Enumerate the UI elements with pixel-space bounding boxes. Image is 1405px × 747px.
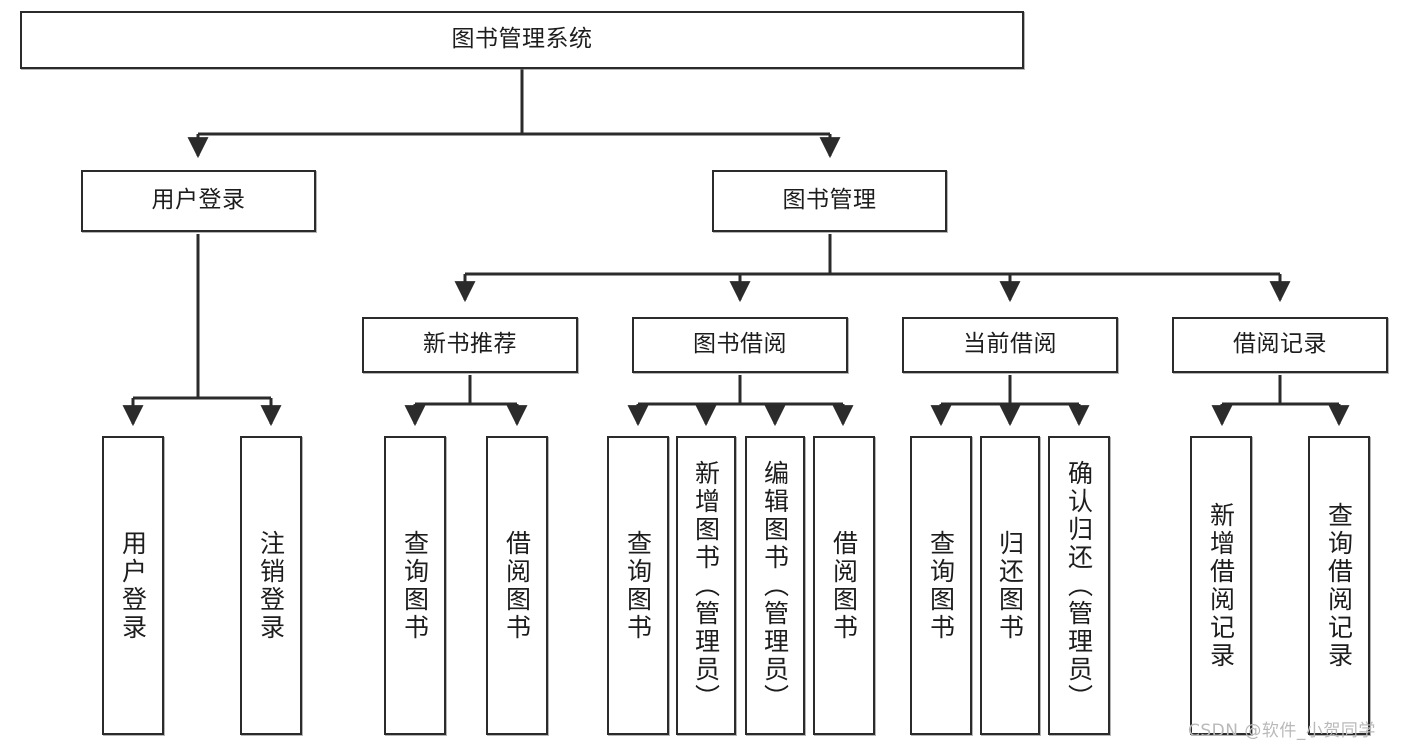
node-label: 图书管理 [782,187,877,214]
node-label: 新增图书（管理员） [691,459,721,712]
node-current-borrow[interactable]: 当前借阅 [902,317,1118,373]
node-label: 用户登录 [151,187,246,214]
node-label: 用户登录 [118,529,148,642]
leaf-query-borrow-record[interactable]: 查询借阅记录 [1308,436,1370,735]
leaf-logout[interactable]: 注销登录 [240,436,302,735]
leaf-query-book-recommend[interactable]: 查询图书 [384,436,446,735]
leaf-user-login[interactable]: 用户登录 [102,436,164,735]
node-label: 图书借阅 [693,331,787,358]
node-borrow-record[interactable]: 借阅记录 [1172,317,1388,373]
node-label: 确认归还（管理员） [1064,459,1094,712]
leaf-query-book-borrow[interactable]: 查询图书 [607,436,669,735]
node-label: 查询图书 [623,529,653,642]
node-user-login[interactable]: 用户登录 [81,170,316,232]
node-label: 归还图书 [995,529,1025,642]
watermark: CSDN @软件_小贺同学 [1188,721,1376,741]
leaf-add-borrow-record[interactable]: 新增借阅记录 [1190,436,1252,735]
leaf-return-book[interactable]: 归还图书 [980,436,1040,735]
leaf-edit-book-admin[interactable]: 编辑图书（管理员） [745,436,805,735]
node-label: 查询图书 [400,529,430,642]
node-book-borrow[interactable]: 图书借阅 [632,317,848,373]
node-label: 查询借阅记录 [1324,501,1354,670]
node-label: 借阅图书 [829,529,859,642]
node-label: 编辑图书（管理员） [760,459,790,712]
node-label: 借阅记录 [1233,331,1327,358]
leaf-borrow-book[interactable]: 借阅图书 [813,436,875,735]
node-label: 当前借阅 [963,331,1057,358]
leaf-borrow-book-recommend[interactable]: 借阅图书 [486,436,548,735]
leaf-query-book-current[interactable]: 查询图书 [910,436,972,735]
node-label: 查询图书 [926,529,956,642]
leaf-add-book-admin[interactable]: 新增图书（管理员） [676,436,736,735]
node-root-system[interactable]: 图书管理系统 [20,11,1024,69]
node-label: 新增借阅记录 [1206,501,1236,670]
node-book-management[interactable]: 图书管理 [712,170,947,232]
leaf-confirm-return-admin[interactable]: 确认归还（管理员） [1048,436,1110,735]
node-new-book-recommend[interactable]: 新书推荐 [362,317,578,373]
node-label: 新书推荐 [423,331,517,358]
node-label: 借阅图书 [502,529,532,642]
node-label: 图书管理系统 [451,26,593,53]
node-label: 注销登录 [256,529,286,642]
